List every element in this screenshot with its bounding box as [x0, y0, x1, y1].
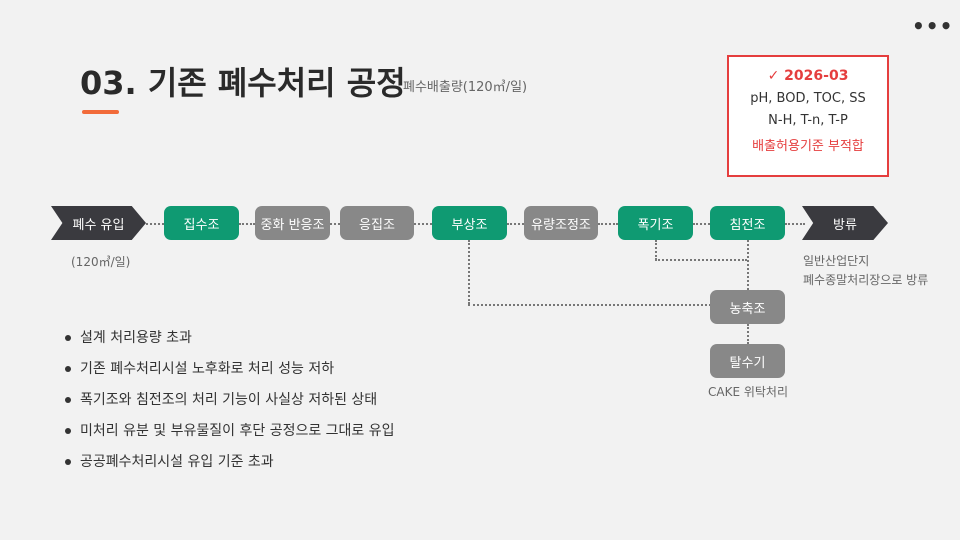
- more-options-icon[interactable]: •••: [912, 14, 954, 38]
- page-title: 03. 기존 폐수처리 공정: [80, 64, 406, 102]
- discharge-note: 일반산업단지 폐수종말처리장으로 방류: [803, 254, 929, 287]
- list-item: 설계 처리용량 초과: [63, 328, 395, 359]
- step-clarifier: 침전조: [710, 206, 785, 240]
- connector-1: [239, 223, 255, 225]
- return-line-aeration-down: [655, 240, 657, 260]
- connector-5: [598, 223, 618, 225]
- list-item: 기존 폐수처리시설 노후화로 처리 성능 저하: [63, 359, 395, 390]
- connector-2: [330, 223, 340, 225]
- return-line-horizontal: [655, 259, 747, 261]
- cake-note: CAKE 위탁처리: [708, 385, 789, 399]
- step-dehydrator: 탈수기: [710, 344, 785, 378]
- step-flotation-tank: 부상조: [432, 206, 507, 240]
- sludge-line-clarifier-down: [747, 240, 749, 290]
- connector-3: [414, 223, 432, 225]
- connector-inflow: [146, 223, 164, 225]
- issue-list: 설계 처리용량 초과 기존 폐수처리시설 노후화로 처리 성능 저하 폭기조와 …: [63, 328, 395, 483]
- page-subtitle: 폐수배출량(120㎥/일): [403, 80, 528, 95]
- inflow-arrow: 폐수 유입: [51, 206, 146, 240]
- step-thickener: 농축조: [710, 290, 785, 324]
- list-item: 미처리 유분 및 부유물질이 후단 공정으로 그대로 유입: [63, 421, 395, 452]
- notice-box: ✓ 2026-03 pH, BOD, TOC, SS N-H, T-n, T-P…: [727, 55, 889, 177]
- step-coagulation-tank: 응집조: [340, 206, 414, 240]
- sludge-line-to-thickener: [468, 304, 711, 306]
- notice-date: ✓ 2026-03: [767, 68, 849, 84]
- check-icon: ✓: [767, 68, 780, 84]
- title-accent-bar: [82, 110, 119, 114]
- connector-6: [693, 223, 710, 225]
- inflow-volume-note: (120㎥/일): [71, 255, 131, 269]
- outflow-arrow: 방류: [802, 206, 888, 240]
- list-item: 공공폐수처리시설 유입 기준 초과: [63, 452, 395, 483]
- step-equalization-tank: 유량조정조: [524, 206, 598, 240]
- notice-status: 배출허용기준 부적합: [752, 139, 864, 154]
- sludge-line-flotation-down: [468, 240, 470, 304]
- step-collection-tank: 집수조: [164, 206, 239, 240]
- notice-params-2: N-H, T-n, T-P: [768, 113, 848, 128]
- notice-params-1: pH, BOD, TOC, SS: [750, 91, 866, 106]
- connector-4: [507, 223, 524, 225]
- list-item: 폭기조와 침전조의 처리 기능이 사실상 저하된 상태: [63, 390, 395, 421]
- step-neutralization-tank: 중화 반응조: [255, 206, 330, 240]
- step-aeration-tank: 폭기조: [618, 206, 693, 240]
- connector-outflow: [785, 223, 805, 225]
- sludge-line-thickener-down: [747, 324, 749, 344]
